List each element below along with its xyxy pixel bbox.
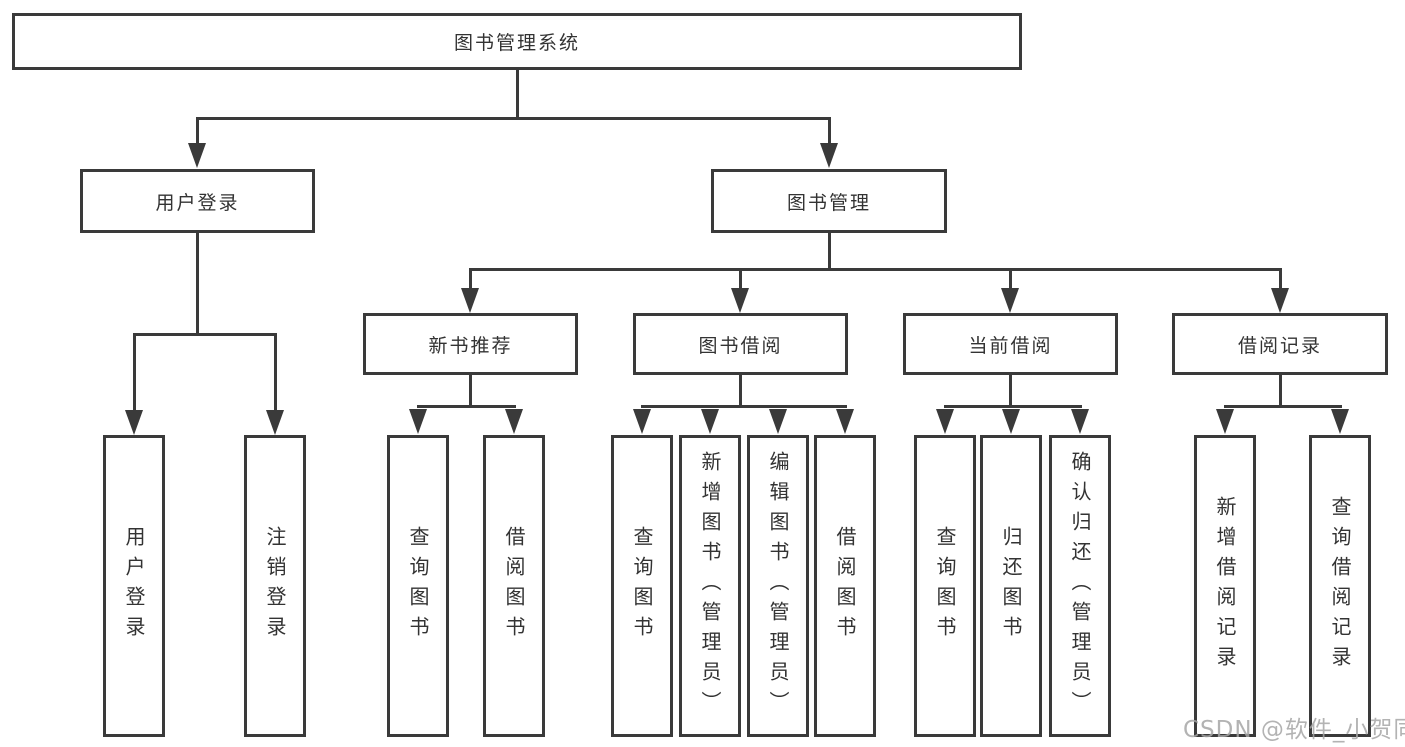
arrow-down-icon <box>633 409 651 434</box>
connector-user-login-branch <box>133 333 277 336</box>
connector-level1-branch <box>196 117 831 120</box>
arrow-down-icon <box>266 410 284 435</box>
node-book-management: 图书管理 <box>711 169 947 233</box>
leaf-return-book: 归还图书 <box>980 435 1042 737</box>
node-new-book-recommend: 新书推荐 <box>363 313 578 375</box>
arrow-down-icon <box>820 143 838 168</box>
connector-root-trunk <box>516 70 519 118</box>
leaf-logout: 注销登录 <box>244 435 306 737</box>
connector-stub-user-login <box>196 117 199 146</box>
connector-stub-book-mgmt <box>828 117 831 146</box>
arrow-down-icon <box>1331 409 1349 434</box>
arrow-down-icon <box>1216 409 1234 434</box>
csdn-watermark: CSDN @软件_小贺同学 <box>1183 717 1405 743</box>
leaf-query-borrow-record: 查询借阅记录 <box>1309 435 1371 737</box>
connector-book-mgmt-trunk <box>828 233 831 271</box>
node-borrowing-records: 借阅记录 <box>1172 313 1388 375</box>
connector-stub <box>1009 268 1012 290</box>
leaf-query-book: 查询图书 <box>387 435 449 737</box>
connector-branch <box>417 405 516 408</box>
arrow-down-icon <box>461 288 479 313</box>
connector-stub <box>274 333 277 413</box>
arrow-down-icon <box>701 409 719 434</box>
arrow-down-icon <box>769 409 787 434</box>
connector-stub <box>1279 268 1282 290</box>
connector-trunk <box>1279 375 1282 407</box>
arrow-down-icon <box>1001 288 1019 313</box>
leaf-user-login: 用户登录 <box>103 435 165 737</box>
connector-stub <box>469 268 472 290</box>
arrow-down-icon <box>836 409 854 434</box>
connector-branch <box>944 405 1082 408</box>
leaf-add-book-admin: 新增图书（管理员） <box>679 435 741 737</box>
arrow-down-icon <box>125 410 143 435</box>
node-user-login: 用户登录 <box>80 169 315 233</box>
leaf-borrow-book: 借阅图书 <box>483 435 545 737</box>
connector-branch <box>641 405 847 408</box>
leaf-add-borrow-record: 新增借阅记录 <box>1194 435 1256 737</box>
connector-user-login-trunk <box>196 233 199 333</box>
leaf-query-book: 查询图书 <box>611 435 673 737</box>
node-library-management-system: 图书管理系统 <box>12 13 1022 70</box>
leaf-borrow-book: 借阅图书 <box>814 435 876 737</box>
leaf-query-book: 查询图书 <box>914 435 976 737</box>
arrow-down-icon <box>1271 288 1289 313</box>
connector-stub <box>739 268 742 290</box>
node-current-borrowing: 当前借阅 <box>903 313 1118 375</box>
connector-trunk <box>469 375 472 407</box>
arrow-down-icon <box>188 143 206 168</box>
connector-level3-branch <box>469 268 1282 271</box>
connector-trunk <box>1009 375 1012 407</box>
connector-stub <box>133 333 136 413</box>
arrow-down-icon <box>1071 409 1089 434</box>
arrow-down-icon <box>731 288 749 313</box>
node-book-borrowing: 图书借阅 <box>633 313 848 375</box>
leaf-confirm-return-admin: 确认归还（管理员） <box>1049 435 1111 737</box>
arrow-down-icon <box>1002 409 1020 434</box>
leaf-edit-book-admin: 编辑图书（管理员） <box>747 435 809 737</box>
arrow-down-icon <box>505 409 523 434</box>
connector-trunk <box>739 375 742 407</box>
arrow-down-icon <box>936 409 954 434</box>
connector-branch <box>1224 405 1342 408</box>
arrow-down-icon <box>409 409 427 434</box>
